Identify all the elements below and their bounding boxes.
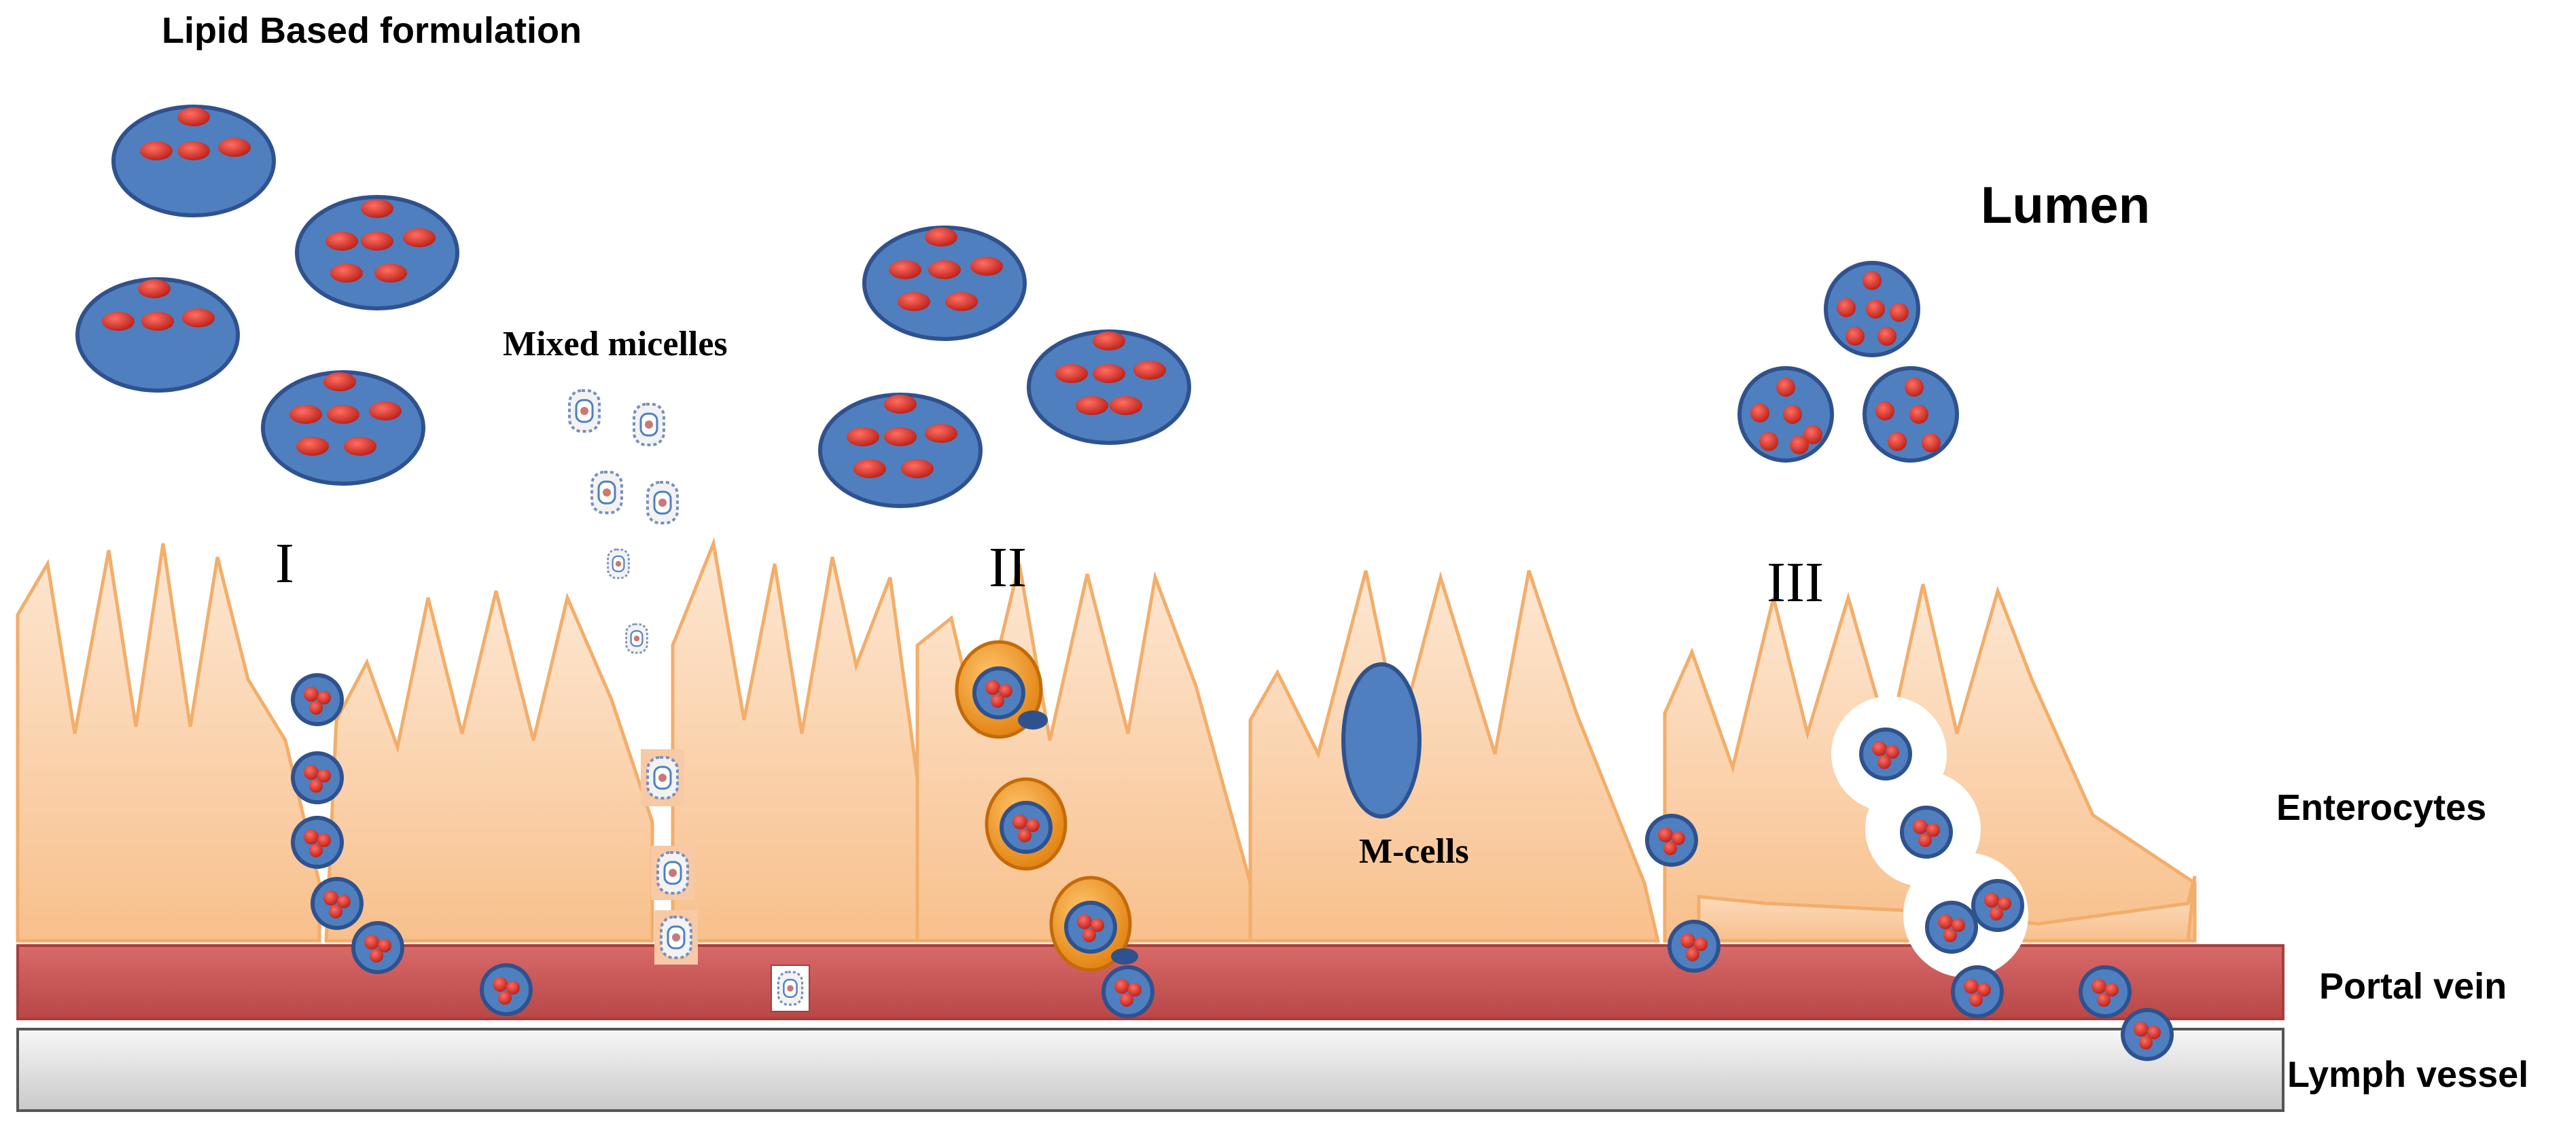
mixed-micelle-icon (777, 971, 804, 1006)
enterocyte-cell-7 (1697, 876, 2197, 943)
m-cells-label: M-cells (1359, 832, 1469, 871)
mixed-micelle-icon (568, 389, 601, 433)
drug-particle-icon (2123, 1010, 2172, 1059)
mixed-micelle-icon (625, 623, 648, 654)
lipid-droplet-icon (111, 105, 276, 217)
lipid-droplet-icon (261, 370, 425, 486)
drug-particle-icon (2081, 967, 2130, 1016)
drug-particle-icon (1104, 967, 1152, 1016)
route-1-label: I (275, 532, 294, 595)
drug-particle-icon (1647, 816, 1696, 865)
drug-particle-icon (1927, 903, 1976, 952)
lymph-vessel-label: Lymph vessel (2287, 1054, 2528, 1095)
lipid-droplet-icon (862, 226, 1027, 341)
mixed-micelle-icon (607, 548, 630, 579)
enterocyte-cell-3 (671, 537, 940, 943)
drug-particle-icon (482, 965, 531, 1014)
enterocyte-cell-1 (16, 543, 321, 943)
mixed-micelles-label: Mixed micelles (503, 325, 728, 363)
drug-particle-icon (1973, 881, 2022, 930)
mixed-micelles (568, 389, 810, 1012)
mixed-micelle-icon (590, 471, 623, 514)
lipid-droplet-icon (295, 195, 459, 310)
drug-particle-icon (353, 923, 402, 972)
enterocyte-cell-5 (1248, 570, 1661, 943)
drug-particle-icon (313, 879, 361, 928)
drug-particle-icon (293, 675, 342, 724)
lipid-droplet-icon (818, 393, 983, 508)
nanocarriers (1737, 261, 1959, 463)
drug-particle-icon (1824, 261, 1920, 357)
drug-particle-icon (1737, 366, 1834, 463)
route-3-particles (1647, 696, 2172, 1059)
carrier-vesicle-icon (1049, 876, 1138, 972)
drug-particle-icon (1902, 808, 1951, 857)
carrier-vesicle-icon (985, 777, 1068, 871)
m-cell (1341, 662, 1422, 819)
formulation-title: Lipid Based formulation (162, 10, 582, 51)
drug-particle-icon (293, 818, 342, 867)
mixed-micelle-icon (633, 403, 665, 446)
route-2-label: II (989, 536, 1027, 599)
lymph-vessel (16, 1028, 2284, 1112)
drug-particle-icon (1670, 922, 1718, 971)
lipid-droplet-icon (1027, 329, 1191, 445)
mixed-micelle-icon (660, 916, 692, 959)
portal-vein-label: Portal vein (2319, 966, 2507, 1007)
lipid-droplet-icon (75, 277, 240, 393)
mixed-micelle-icon (646, 481, 679, 524)
mixed-micelle-icon (646, 756, 679, 800)
drug-particle-icon (293, 753, 342, 802)
enterocytes-label: Enterocytes (2276, 787, 2486, 828)
mixed-micelle-icon (656, 851, 689, 895)
route-3-label: III (1767, 551, 1824, 614)
carrier-vesicle-icon (955, 640, 1048, 739)
drug-particle-icon (1861, 730, 1910, 778)
route-2-carriers (955, 640, 1152, 1016)
lumen-label: Lumen (1981, 177, 2150, 234)
formulation-droplets (75, 105, 1191, 508)
enterocyte-cell-2 (324, 590, 654, 943)
drug-particle-icon (1863, 366, 1959, 463)
drug-particle-icon (1953, 967, 2002, 1016)
